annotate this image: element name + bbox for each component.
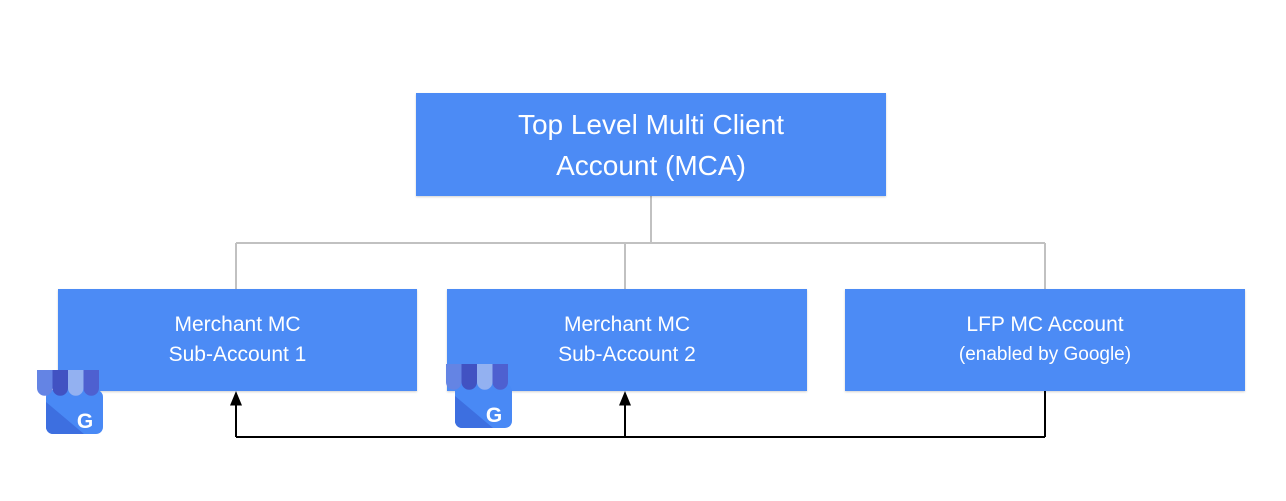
google-business-profile-icon: G <box>446 364 512 428</box>
node-label-line: (enabled by Google) <box>958 344 1132 365</box>
tree-connector-lines <box>235 196 1046 289</box>
node-label-line: LFP MC Account <box>966 313 1124 336</box>
awning-stripe <box>446 364 462 390</box>
awning-stripe <box>37 370 53 396</box>
storefront-shade <box>455 396 493 428</box>
node-label-line: Top Level Multi Client <box>517 108 785 140</box>
arrow-up-icon <box>619 391 631 406</box>
feed-flow-line <box>235 391 1046 438</box>
arrow-up-icon <box>230 391 242 406</box>
awning-stripe <box>492 364 508 390</box>
awning-stripe <box>477 364 493 390</box>
node-top-level-mca: Top Level Multi Client Account (MCA) <box>416 93 886 196</box>
node-label-line: Merchant MC <box>563 313 691 336</box>
google-g-letter: G <box>486 404 502 427</box>
google-business-profile-icon: G <box>37 370 103 434</box>
awning-stripe <box>83 370 99 396</box>
awning-stripe <box>461 364 477 390</box>
awning-stripe <box>52 370 68 396</box>
node-merchant-sub-account-1: Merchant MC Sub-Account 1 <box>58 289 417 391</box>
node-lfp-mc-account: LFP MC Account (enabled by Google) <box>845 289 1245 391</box>
storefront-shade <box>46 402 84 434</box>
node-label-line: Merchant MC <box>174 313 301 336</box>
node-label-line: Sub-Account 1 <box>168 343 307 366</box>
awning-stripe <box>68 370 84 396</box>
google-g-letter: G <box>77 410 93 433</box>
node-label-line: Account (MCA) <box>556 149 746 181</box>
node-label-line: Sub-Account 2 <box>558 343 696 366</box>
